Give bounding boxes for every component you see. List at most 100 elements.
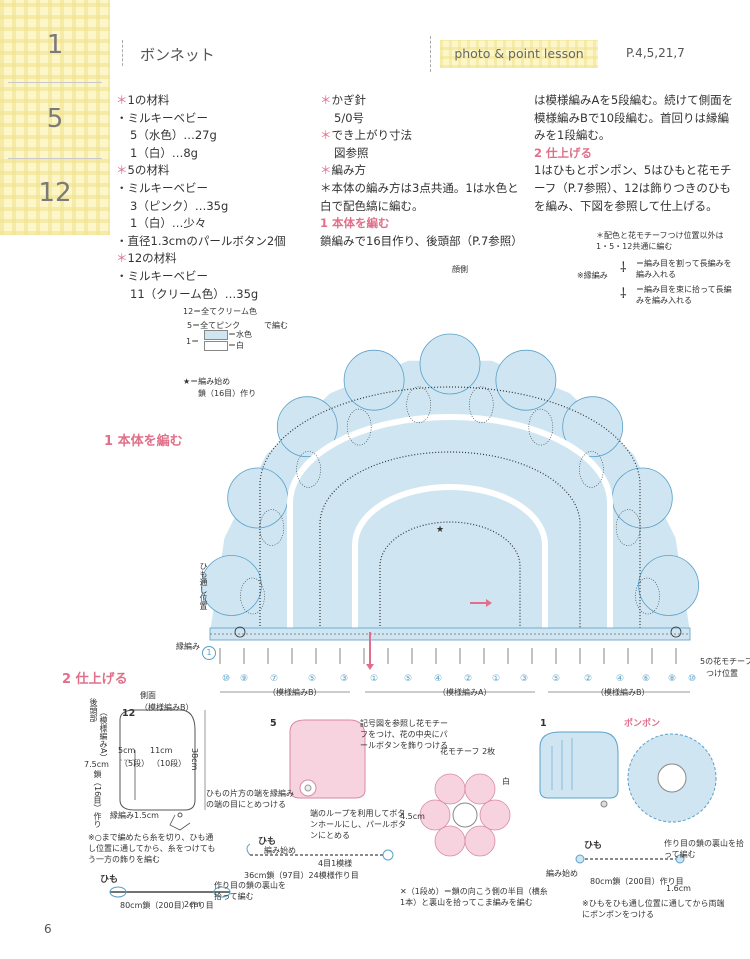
scallop [495,349,557,411]
fig5-note3: 端のループを利用してボタンホールにし、パールボタンにとめる [310,809,406,840]
fig1-cord-note: 作り目の鎖の裏山を拾って編む [664,839,744,859]
fig5-himo: ひも [258,837,277,847]
title-divider [122,40,124,66]
flower-petal [434,773,466,805]
material-line: 3（ピンク）…35g [130,198,229,213]
legend-item1: ＝編み目を割って長編みを編み入れる [636,259,732,279]
motif-position-label: 5の花モチーフ [700,657,750,666]
scallop [562,396,624,458]
fig12-d5: 5cm [118,746,136,755]
pineapple-motif [635,577,660,615]
fig12-d75: 7.5cm [84,760,109,769]
fig-12-number: 12 [122,708,136,719]
flower-petal [464,773,496,805]
fig12-side: 側面 [140,691,156,700]
start-arrow-head [366,664,374,670]
material-line: 5（水色）…27g [130,128,217,143]
pompon-diagram [627,733,717,823]
pineapple-motif [579,451,604,488]
swatch-shiro [204,341,228,351]
fig12-back: 後頭部 [89,698,98,722]
pompon-label: ポンポン [624,719,661,729]
row-number: ② [464,674,473,684]
scallop [419,333,481,395]
reference-pages: P.4,5,21,7 [626,46,685,60]
material-line: 1（白）…8g [130,145,198,160]
fig5-start: 編み始め [264,846,296,855]
row-number: ⑨ [240,674,249,684]
section-2-heading: 2 仕上げる [62,672,128,687]
fig5-note1: 記号図を参照し花モチーフをつけ、花の中央にパールボタンを飾りつける [360,719,449,750]
double-crochet-bundle-icon: ⸸ [620,286,627,302]
row-bracket-b-right: （模様編みB） [596,688,650,697]
page-number: 6 [44,922,52,936]
material-line: ・ミルキーベビー [116,268,208,283]
flower-petal [419,799,451,831]
flower-petal [479,799,511,831]
scallop [227,467,289,529]
row-number: ① [370,674,379,684]
fig5-row1: 4目1模様 [318,859,353,868]
start-note-2: 鎖（16目）作り [198,389,257,398]
row-number: ② [584,674,593,684]
fig12-fuchi: 縁編み1.5cm [110,811,159,820]
scallop [276,396,338,458]
chart-ring [352,484,548,632]
page-title: ボンネット [140,46,215,64]
row-number: ③ [520,674,529,684]
fig12-d75b: 鎖（16目）作り [93,770,102,829]
fig12-d38: 38cm [190,748,199,771]
legend-item2: ＝編み目を束に拾って長編みを編み入れる [636,285,732,305]
row-number: ⑩ [222,674,231,684]
motif-title: 花モチーフ 2枚 [440,747,496,756]
size-number-5: 5 [46,104,64,134]
hook-label: ＊かぎ針 [320,93,366,107]
row-number: ① [492,674,501,684]
method-text: ＊本体の編み方は3点共通。1は水色と白で配色縞に編む。 [320,180,519,213]
scallop [201,555,262,616]
fig12-back2: （模様編みA） [99,708,108,762]
row-arrows [219,648,677,664]
material-line: ＊5の材料 [116,163,170,178]
swatch-mizuiro [204,330,228,340]
fig12-cord-note: 作り目の鎖の裏山を拾って編む [214,881,286,901]
himo-marker-right [670,626,682,638]
start-note: ★＝編み始め [183,377,231,386]
fig-5-number: 5 [270,718,277,729]
legend-note: ＊配色と花モチーフつけ位置以外は1・5・12共通に編む [596,231,724,251]
fuchi-label: 縁編み [176,642,200,651]
scallop [638,555,700,616]
fig1-start: 編み始め [546,869,578,878]
size-text: 図参照 [334,145,369,160]
row-bracket-b-left: （模様編みB） [268,688,322,697]
fig1-cord-label: 80cm鎖（200目）作り目 [590,877,684,886]
color-key-mizuiro: ＝水色 [228,330,252,339]
lesson-badge: photo & point lesson [440,40,598,68]
badge-divider [430,36,432,72]
himo-marker-left [234,626,246,638]
direction-arrow-head [486,599,492,607]
size-divider [8,158,102,159]
row-number: ⑤ [308,674,317,684]
row-number: ③ [340,674,349,684]
fig12-d11r: （10段） [152,759,187,768]
fig5-cord [246,843,394,861]
color-key-suffix: で編む [264,321,288,330]
material-line: ・ミルキーベビー [116,180,208,195]
flower-petal [464,825,496,857]
crochet-chart: ★ [201,333,700,693]
size-divider [8,82,102,83]
fig-1-number: 1 [540,718,547,729]
row-number: ⑦ [270,674,279,684]
flower-motif-diagram [419,773,511,857]
scallop-edge [201,333,700,632]
bonnet-12-diagram [119,709,206,831]
row-bracket-a: （模様編みA） [438,688,492,697]
legend-fuchi: ※縁編み [577,271,608,280]
section-1-heading: 1 本体を編む [104,434,183,449]
motif-note: ✕（1段め）＝鎖の向こう側の半目（横糸1本）と裏山を拾ってこま編みを編む [400,887,548,907]
size-number-12: 12 [38,178,72,208]
pineapple-motif [346,408,372,446]
scallop [611,467,673,529]
row-number: ④ [434,674,443,684]
